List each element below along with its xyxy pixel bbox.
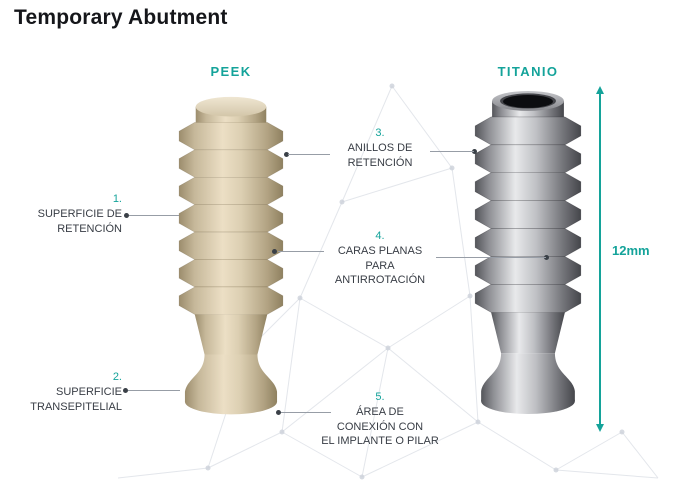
callout-area-de-conexion: 5. ÁREA DE CONEXIÓN CON EL IMPLANTE O PI… xyxy=(310,390,450,448)
page-title: Temporary Abutment xyxy=(14,6,228,29)
leader-dot xyxy=(272,249,277,254)
titanium-abutment-illustration xyxy=(474,90,582,415)
callout-label: ÁREA DE CONEXIÓN CON EL IMPLANTE O PILAR xyxy=(321,406,439,447)
column-header-peek: PEEK xyxy=(210,64,252,79)
leader-dot xyxy=(124,213,129,218)
callout-superficie-de-retencion: 1. SUPERFICIE DE RETENCIÓN xyxy=(10,192,122,236)
leader-line xyxy=(278,251,324,252)
leader-dot xyxy=(123,388,128,393)
measurement-line xyxy=(596,86,604,432)
callout-anillos-de-retencion: 3. ANILLOS DE RETENCIÓN xyxy=(330,126,430,170)
leader-dot xyxy=(544,255,549,260)
leader-line xyxy=(128,390,180,391)
column-header-titanio: TITANIO xyxy=(497,64,559,79)
leader-line xyxy=(430,151,474,152)
callout-number: 2. xyxy=(112,371,122,383)
arrow-down-icon xyxy=(596,424,604,432)
peek-abutment-illustration xyxy=(178,96,284,415)
leader-dot xyxy=(276,410,281,415)
leader-line xyxy=(129,215,179,216)
callout-number: 5. xyxy=(375,391,385,403)
arrow-up-icon xyxy=(596,86,604,94)
callout-label: CARAS PLANAS PARA ANTIRROTACIÓN xyxy=(334,245,426,286)
callout-superficie-transepitelial: 2. SUPERFICIE TRANSEPITELIAL xyxy=(10,370,122,414)
callout-label: SUPERFICIE TRANSEPITELIAL xyxy=(30,386,122,413)
callout-number: 1. xyxy=(112,193,122,205)
leader-line xyxy=(436,257,546,258)
callout-number: 4. xyxy=(375,230,385,242)
leader-dot xyxy=(284,152,289,157)
leader-line xyxy=(288,154,330,155)
measurement-label: 12mm xyxy=(612,243,650,258)
leader-line xyxy=(281,412,331,413)
callout-number: 3. xyxy=(375,127,385,139)
callout-caras-planas-antirrotacion: 4. CARAS PLANAS PARA ANTIRROTACIÓN xyxy=(324,229,436,287)
leader-dot xyxy=(472,149,477,154)
callout-label: SUPERFICIE DE RETENCIÓN xyxy=(37,208,122,235)
callout-label: ANILLOS DE RETENCIÓN xyxy=(347,142,413,169)
